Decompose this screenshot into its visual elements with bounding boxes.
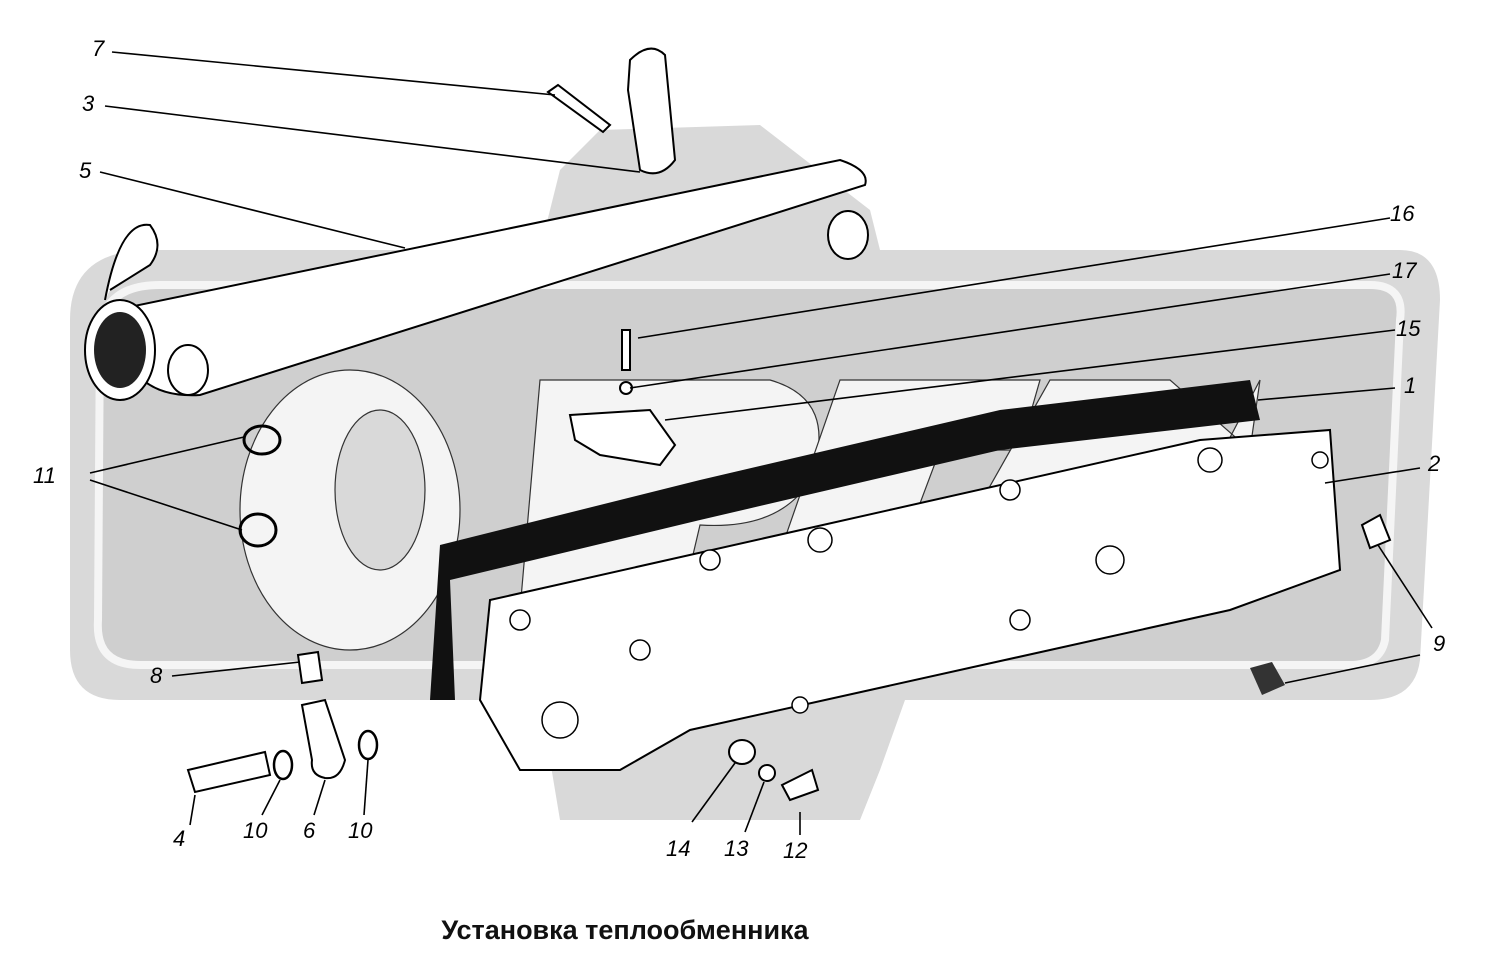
sensor-screw [621, 329, 631, 371]
callout-5: 5 [79, 158, 92, 183]
washer-small [758, 764, 776, 782]
sensor [568, 408, 677, 467]
callout-4: 4 [173, 826, 185, 851]
callout-7: 7 [92, 36, 105, 61]
callout-15: 15 [1396, 316, 1421, 341]
plug-lower [1250, 662, 1285, 695]
callout-8: 8 [150, 663, 163, 688]
callout-11: 11 [33, 463, 56, 488]
seal-ring-right [357, 729, 379, 761]
callout-labels: 7 3 5 16 17 15 1 2 11 9 9 8 4 10 6 10 14… [33, 36, 1445, 863]
housing [478, 428, 1342, 771]
bolt [546, 83, 612, 134]
callout-14: 14 [666, 836, 690, 861]
callout-13: 13 [724, 836, 749, 861]
gasket [430, 380, 1260, 700]
seal-ring-left [272, 749, 294, 781]
callout-6: 6 [303, 818, 316, 843]
callout-17: 17 [1392, 258, 1417, 283]
callout-10-left: 10 [243, 818, 268, 843]
bolt-small [780, 768, 820, 802]
banjo-fitting [300, 698, 347, 780]
diagram-title: Установка теплообменника [441, 915, 809, 945]
clamp [626, 47, 677, 175]
banjo-bolt [186, 750, 272, 794]
o-ring-upper [242, 424, 282, 456]
washer-large [728, 739, 756, 765]
callout-2: 2 [1427, 451, 1440, 476]
fitting [296, 650, 324, 685]
callout-9-upper: 9 [1433, 631, 1445, 656]
callout-16: 16 [1390, 201, 1415, 226]
leader-lines [89, 51, 1433, 835]
callout-10-right: 10 [348, 818, 373, 843]
callout-12: 12 [783, 838, 807, 863]
plug-upper [1360, 513, 1392, 550]
callout-1: 1 [1404, 373, 1416, 398]
callout-3: 3 [82, 91, 95, 116]
heat-exchanger [84, 158, 869, 401]
